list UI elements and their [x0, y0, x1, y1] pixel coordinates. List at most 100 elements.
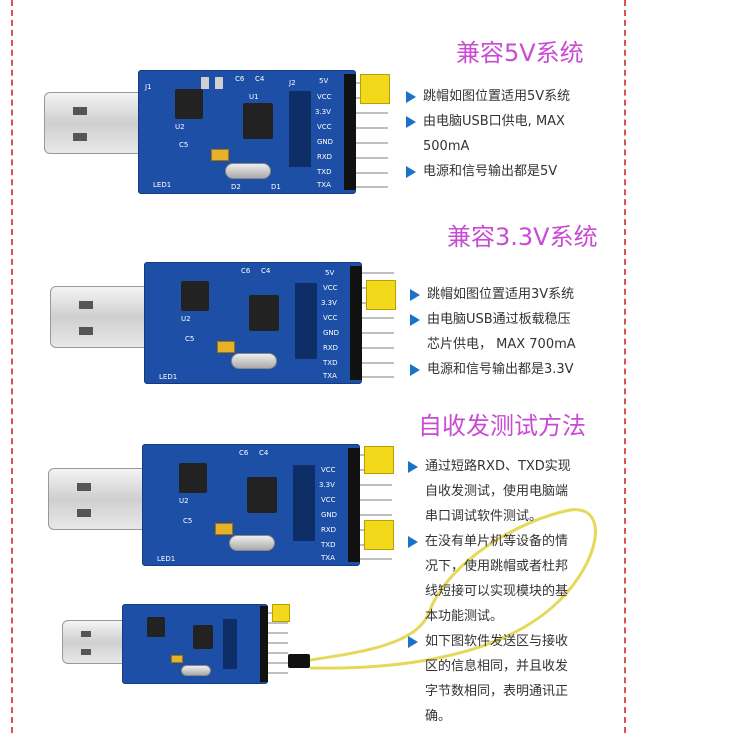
- pin: [360, 514, 392, 516]
- bullet-arrow-icon: [408, 461, 418, 473]
- usb-plug: [50, 286, 154, 348]
- regulator-chip: [179, 463, 207, 493]
- header-j2: [223, 619, 237, 669]
- section-title-5v: 兼容5V系统: [456, 39, 584, 67]
- pin-header: [260, 606, 268, 682]
- pin: [356, 127, 388, 129]
- silk-led1: LED1: [157, 555, 176, 563]
- pin: [268, 662, 288, 664]
- bullet-text: 串口调试软件测试。: [425, 509, 543, 524]
- pin: [362, 332, 394, 334]
- usb-hole: [77, 483, 91, 491]
- usb-uart-chip: [193, 625, 213, 649]
- bullet-item: 在没有单片机等设备的情: [408, 529, 620, 554]
- bullet-item-cont: 自收发测试，使用电脑端: [408, 479, 620, 504]
- pin-label-vcc: VCC: [317, 93, 332, 101]
- bullet-text: 字节数相同，表明通讯正: [425, 684, 569, 699]
- pin-header: [344, 74, 356, 190]
- bullet-item-cont: 确。: [408, 704, 620, 729]
- tantalum-cap: [217, 341, 235, 353]
- bullet-item: 跳帽如图位置适用5V系统: [406, 84, 616, 109]
- silk-c5: C5: [179, 141, 189, 149]
- silk-c4: C4: [255, 75, 265, 83]
- pin: [268, 622, 288, 624]
- bullet-item-cont: 本功能测试。: [408, 604, 620, 629]
- bullet-text: 芯片供电， MAX 700mA: [427, 337, 576, 352]
- pin: [268, 642, 288, 644]
- pin: [356, 172, 388, 174]
- header-j2: [293, 465, 315, 541]
- jumper-cap: [360, 74, 390, 104]
- pin: [362, 362, 394, 364]
- silk-c5: C5: [185, 335, 195, 343]
- left-dashed-border: [11, 0, 13, 733]
- bullet-item-cont: 况下，使用跳帽或者杜邦: [408, 554, 620, 579]
- pin-label-txd: TXD: [323, 359, 338, 367]
- silk-c6: C6: [239, 449, 249, 457]
- pin-label-gnd: GND: [323, 329, 340, 337]
- usb-plug: [44, 92, 148, 154]
- silk-u1: U1: [249, 93, 259, 101]
- bullet-item: 电源和信号输出都是3.3V: [410, 357, 620, 382]
- bullet-text: 确。: [425, 709, 452, 724]
- bullet-item: 由电脑USB通过板载稳压: [410, 307, 620, 332]
- bullet-arrow-icon: [408, 536, 418, 548]
- pin: [356, 186, 388, 188]
- pin: [268, 672, 288, 674]
- jumper-cap: [364, 446, 394, 474]
- regulator-chip: [181, 281, 209, 311]
- bullet-item: 由电脑USB口供电, MAX: [406, 109, 616, 134]
- bullet-text: 况下，使用跳帽或者杜邦: [425, 559, 569, 574]
- bullet-arrow-icon: [406, 116, 416, 128]
- pin-label-5v: 5V: [319, 77, 329, 85]
- bullet-text: 跳帽如图位置适用3V系统: [427, 287, 575, 302]
- pin-label-3v3: 3.3V: [319, 481, 335, 489]
- bullet-item-cont: 区的信息相同，并且收发: [408, 654, 620, 679]
- bullet-arrow-icon: [410, 364, 420, 376]
- bullet-item-cont: 500mA: [406, 134, 616, 159]
- usb-uart-chip: [243, 103, 273, 139]
- tantalum-cap: [171, 655, 183, 663]
- pin-label-txa: TXA: [317, 181, 331, 189]
- bullet-item-cont: 线短接可以实现模块的基: [408, 579, 620, 604]
- pin-label-rxd: RXD: [323, 344, 339, 352]
- usb-hole: [81, 631, 91, 637]
- bullet-text: 500mA: [423, 139, 470, 154]
- pin-label-5v: 5V: [325, 269, 335, 277]
- silk-c4: C4: [259, 449, 269, 457]
- pin-label-3v3: 3.3V: [321, 299, 337, 307]
- silk-led1: LED1: [153, 181, 172, 189]
- crystal: [231, 353, 277, 369]
- silk-d1: D1: [271, 183, 281, 191]
- section-title-loopback: 自收发测试方法: [418, 412, 586, 440]
- bullet-arrow-icon: [406, 166, 416, 178]
- usb-uart-chip: [247, 477, 277, 513]
- bullet-item: 跳帽如图位置适用3V系统: [410, 282, 620, 307]
- bullet-item-cont: 芯片供电， MAX 700mA: [410, 332, 620, 357]
- bullet-arrow-icon: [410, 289, 420, 301]
- dupont-wire-path: [309, 508, 597, 670]
- pin: [360, 558, 392, 560]
- bullet-text: 在没有单片机等设备的情: [425, 534, 569, 549]
- bullet-arrow-icon: [410, 314, 420, 326]
- pcb: C6 C4 U2 C5 LED1 VCC 3.3V VCC GND RXD TX…: [142, 444, 360, 566]
- bullet-text: 本功能测试。: [425, 609, 504, 624]
- pin-label-vcc2: VCC: [323, 314, 338, 322]
- regulator-chip: [175, 89, 203, 119]
- usb-hole: [79, 301, 93, 309]
- pin-label-rxd: RXD: [321, 526, 337, 534]
- pin-label-vcc: VCC: [323, 284, 338, 292]
- pin-label-gnd: GND: [321, 511, 338, 519]
- pin-label-rxd: RXD: [317, 153, 333, 161]
- bullet-text: 线短接可以实现模块的基: [425, 584, 569, 599]
- pin: [362, 272, 394, 274]
- usb-hole: [73, 133, 87, 141]
- silk-led1: LED1: [159, 373, 178, 381]
- pcb: J1 U2 C5 C6 C4 U1 J2 LED1 D2 D1 5V VCC 3…: [138, 70, 356, 194]
- board-loopback: C6 C4 U2 C5 LED1 VCC 3.3V VCC GND RXD TX…: [48, 444, 394, 568]
- bullet-text: 通过短路RXD、TXD实现: [425, 459, 571, 474]
- pin-header: [348, 448, 360, 562]
- board-small-dupont: [62, 602, 310, 686]
- usb-plug: [62, 620, 126, 664]
- crystal: [225, 163, 271, 179]
